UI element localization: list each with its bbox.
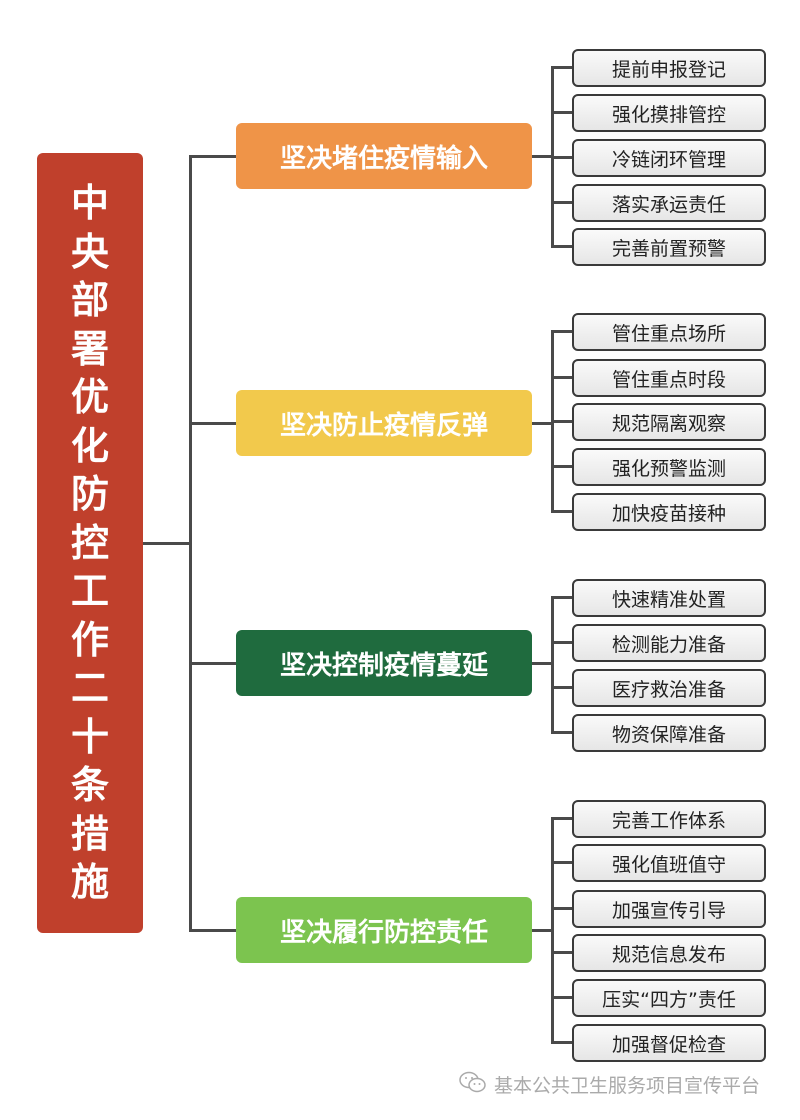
wechat-icon <box>458 1070 488 1099</box>
category-connector <box>190 155 236 158</box>
leaf-branch <box>551 641 573 644</box>
leaf-node: 强化摸排管控 <box>572 94 766 132</box>
leaf-node: 管住重点场所 <box>572 313 766 351</box>
leaf-node: 提前申报登记 <box>572 49 766 87</box>
trunk-line <box>189 155 192 932</box>
leaf-branch <box>551 330 573 333</box>
leaf-branch <box>551 156 573 159</box>
category-node: 坚决堵住疫情输入 <box>236 123 532 189</box>
leaf-node: 规范隔离观察 <box>572 403 766 441</box>
leaf-node: 医疗救治准备 <box>572 669 766 707</box>
leaf-node: 管住重点时段 <box>572 359 766 397</box>
leaf-branch <box>551 465 573 468</box>
leaf-node: 强化预警监测 <box>572 448 766 486</box>
leaf-node: 压实“四方”责任 <box>572 979 766 1017</box>
leaf-branch <box>551 996 573 999</box>
root-title-char: 部 <box>70 278 109 323</box>
watermark: 基本公共卫生服务项目宣传平台 <box>458 1070 760 1099</box>
leaf-node: 完善前置预警 <box>572 228 766 266</box>
leaf-branch <box>551 951 573 954</box>
leaf-branch <box>551 376 573 379</box>
category-connector <box>190 422 236 425</box>
root-title-char: 二 <box>70 666 109 711</box>
root-title-char: 控 <box>70 520 109 565</box>
leaf-branch <box>551 66 573 69</box>
leaf-bracket-line <box>551 597 554 734</box>
leaf-branch <box>551 201 573 204</box>
leaf-connector <box>532 929 553 932</box>
root-title-char: 工 <box>70 569 109 614</box>
leaf-branch <box>551 510 573 513</box>
category-node: 坚决防止疫情反弹 <box>236 390 532 456</box>
leaf-branch <box>551 861 573 864</box>
leaf-branch <box>551 907 573 910</box>
root-title-char: 十 <box>70 714 109 759</box>
leaf-branch <box>551 420 573 423</box>
root-title-char: 作 <box>70 617 109 662</box>
root-title-char: 施 <box>70 860 109 905</box>
leaf-node: 加强督促检查 <box>572 1024 766 1062</box>
root-title-char: 中 <box>70 181 109 226</box>
leaf-node: 完善工作体系 <box>572 800 766 838</box>
leaf-connector <box>532 422 553 425</box>
root-connector <box>143 542 191 545</box>
root-title-char: 防 <box>70 472 109 517</box>
root-title-char: 条 <box>70 763 109 808</box>
leaf-node: 加快疫苗接种 <box>572 493 766 531</box>
leaf-connector <box>532 155 553 158</box>
leaf-branch <box>551 817 573 820</box>
leaf-node: 物资保障准备 <box>572 714 766 752</box>
leaf-node: 快速精准处置 <box>572 579 766 617</box>
root-title-char: 署 <box>70 326 109 371</box>
leaf-connector <box>532 662 553 665</box>
root-node: 中央部署优化防控工作二十条措施 <box>37 153 143 933</box>
leaf-node: 检测能力准备 <box>572 624 766 662</box>
leaf-node: 强化值班值守 <box>572 844 766 882</box>
leaf-node: 落实承运责任 <box>572 184 766 222</box>
leaf-branch <box>551 245 573 248</box>
leaf-node: 规范信息发布 <box>572 934 766 972</box>
root-title-char: 化 <box>70 423 109 468</box>
leaf-node: 加强宣传引导 <box>572 890 766 928</box>
leaf-node: 冷链闭环管理 <box>572 139 766 177</box>
category-node: 坚决控制疫情蔓延 <box>236 630 532 696</box>
leaf-branch <box>551 1041 573 1044</box>
root-title-char: 措 <box>70 811 109 856</box>
leaf-branch <box>551 731 573 734</box>
leaf-branch <box>551 596 573 599</box>
category-node: 坚决履行防控责任 <box>236 897 532 963</box>
leaf-branch <box>551 111 573 114</box>
watermark-text: 基本公共卫生服务项目宣传平台 <box>494 1075 761 1097</box>
root-title-char: 优 <box>70 375 109 420</box>
leaf-branch <box>551 686 573 689</box>
category-connector <box>190 929 236 932</box>
leaf-bracket-line <box>551 818 554 1044</box>
root-title-char: 央 <box>70 229 109 274</box>
category-connector <box>190 662 236 665</box>
